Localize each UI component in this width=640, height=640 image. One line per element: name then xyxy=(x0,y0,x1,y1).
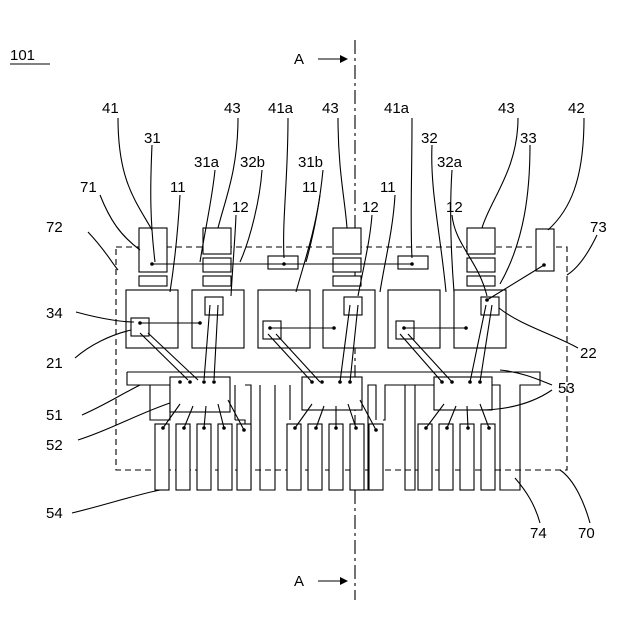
label-12-2: 12 xyxy=(362,199,379,216)
label-43-a: 43 xyxy=(224,100,241,117)
label-11-1: 11 xyxy=(170,179,186,196)
lead-group-right xyxy=(418,424,495,490)
label-11-3: 11 xyxy=(380,179,396,196)
label-32: 32 xyxy=(421,130,438,147)
label-22: 22 xyxy=(580,345,597,362)
label-71: 71 xyxy=(80,179,97,196)
label-32b: 32b xyxy=(240,154,265,171)
label-53: 53 xyxy=(558,380,575,397)
label-31: 31 xyxy=(144,130,161,147)
label-41: 41 xyxy=(102,100,119,117)
label-51: 51 xyxy=(46,407,63,424)
label-73: 73 xyxy=(590,219,607,236)
label-31b: 31b xyxy=(298,154,323,171)
label-74: 74 xyxy=(530,525,547,542)
section-label-bottom: A xyxy=(294,573,304,590)
label-34: 34 xyxy=(46,305,63,322)
lead-group-left xyxy=(155,424,251,490)
label-12-1: 12 xyxy=(232,199,249,216)
label-52: 52 xyxy=(46,437,63,454)
label-12-3: 12 xyxy=(446,199,463,216)
label-43-c: 43 xyxy=(498,100,515,117)
figure-ref-label: 101 xyxy=(10,47,35,64)
label-33: 33 xyxy=(520,130,537,147)
label-21: 21 xyxy=(46,355,63,372)
lead-group-middle xyxy=(287,424,383,490)
section-label-top: A xyxy=(294,51,304,68)
label-43-b: 43 xyxy=(322,100,339,117)
label-72: 72 xyxy=(46,219,63,236)
label-31a: 31a xyxy=(194,154,220,171)
label-32a: 32a xyxy=(437,154,463,171)
label-70: 70 xyxy=(578,525,595,542)
label-42: 42 xyxy=(568,100,585,117)
label-54: 54 xyxy=(46,505,63,522)
label-41a-2: 41a xyxy=(384,100,410,117)
label-11-2: 11 xyxy=(302,179,318,196)
label-41a-1: 41a xyxy=(268,100,294,117)
